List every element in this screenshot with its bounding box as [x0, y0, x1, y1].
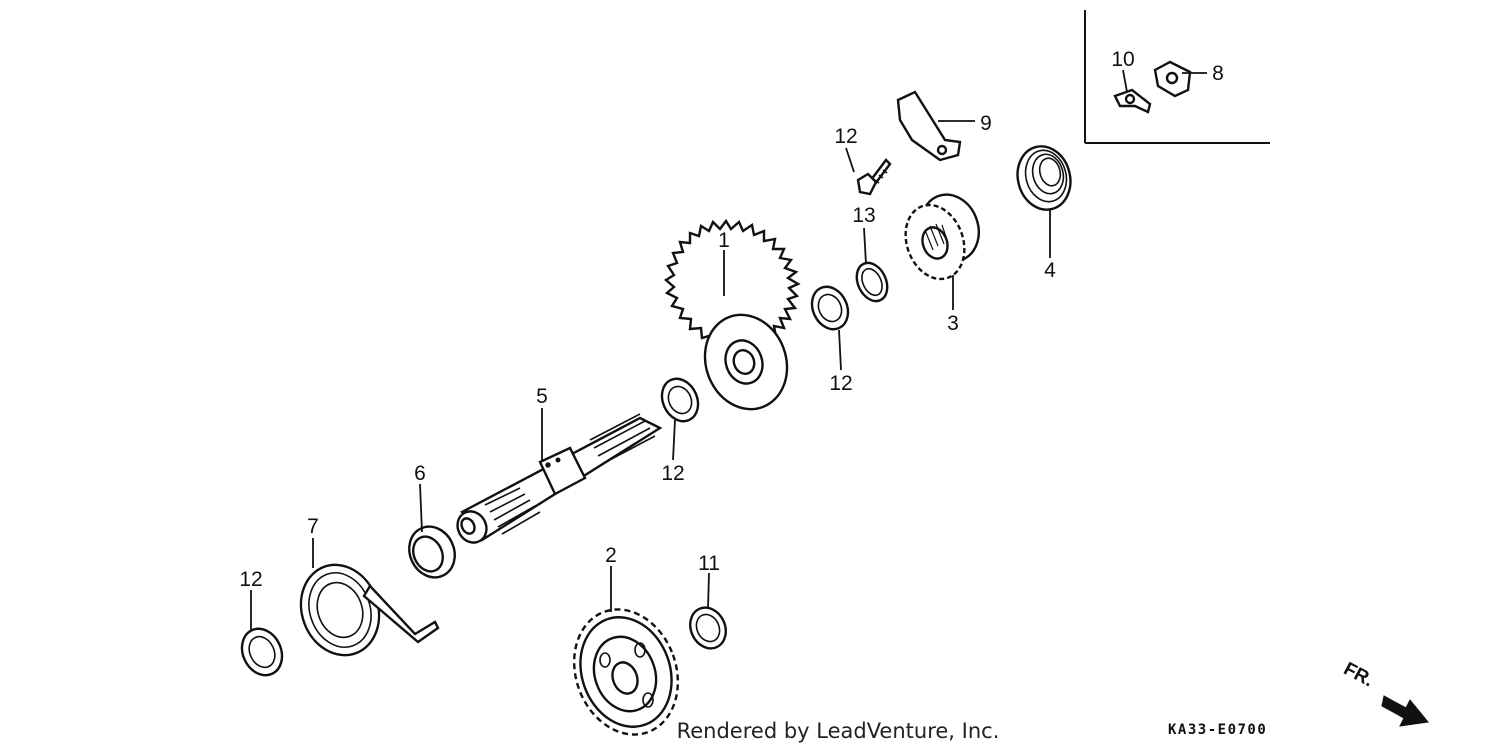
callout-6: 6	[414, 462, 426, 485]
callout-12-upper: 12	[829, 372, 852, 395]
inset-box-border	[1084, 10, 1270, 144]
callout-7: 7	[307, 515, 319, 538]
part-2-gear	[572, 608, 680, 736]
render-credit: Rendered by LeadVenture, Inc.	[677, 719, 1000, 743]
diagram-code: KA33-E0700	[1168, 722, 1267, 738]
callout-5: 5	[536, 385, 548, 408]
callout-1: 1	[718, 229, 730, 252]
part-3-ratchet	[904, 193, 980, 281]
callout-11: 11	[698, 552, 720, 575]
callout-12-shaft: 12	[661, 462, 684, 485]
front-direction-indicator: FR.	[1340, 658, 1429, 727]
callout-9: 9	[980, 112, 992, 135]
part-14-circlip	[855, 261, 889, 303]
part-4-spring	[1016, 145, 1072, 211]
part-11-washer	[689, 606, 727, 650]
callout-10: 10	[1111, 48, 1134, 71]
part-12-washer-shaft	[660, 377, 700, 423]
part-7-spring	[299, 563, 440, 657]
part-13-bolt	[856, 158, 892, 196]
part-10-clip	[1113, 88, 1152, 114]
direction-arrow-icon	[1381, 695, 1429, 727]
callout-13: 12	[834, 125, 857, 148]
part-6-collar	[408, 525, 456, 579]
direction-label: FR.	[1340, 658, 1377, 691]
callout-3: 3	[947, 312, 959, 335]
callout-4: 4	[1044, 259, 1056, 282]
callout-8: 8	[1212, 62, 1224, 85]
callout-12-lower-left: 12	[239, 568, 262, 591]
part-12-washer-lower-left	[240, 627, 284, 677]
part-5-spindle	[456, 413, 663, 544]
part-1-gear	[663, 218, 801, 411]
part-9-plate	[896, 90, 962, 162]
callout-14: 13	[852, 204, 875, 227]
part-8-retainer	[1153, 60, 1192, 98]
part-12-washer-upper	[810, 285, 850, 331]
callout-2: 2	[605, 544, 617, 567]
leader-lines	[250, 69, 1207, 630]
